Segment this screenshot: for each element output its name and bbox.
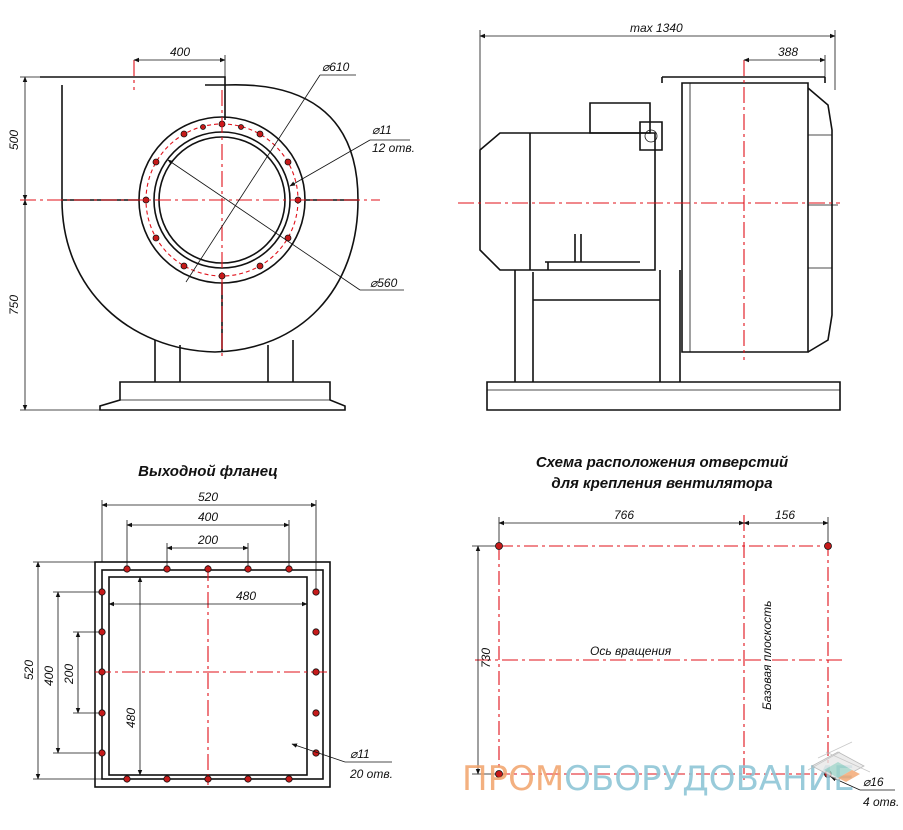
- dim-mount-156: 156: [775, 508, 795, 522]
- dim-flange-400-h: 400: [42, 666, 56, 686]
- svg-text:ПРОМОБОРУДОВАНИЕ: ПРОМОБОРУДОВАНИЕ: [462, 759, 855, 799]
- watermark-part2: ОБОРУДОВАНИЕ: [564, 759, 854, 799]
- mount-hole-dia: ⌀16: [863, 775, 884, 789]
- flange-hole-count: 20 отв.: [349, 767, 393, 781]
- axis-of-rotation-label: Ось вращения: [590, 644, 672, 658]
- side-view: max 1340 388: [458, 21, 841, 411]
- dim-hole-count: 12 отв.: [372, 141, 415, 155]
- dim-hole-dia: ⌀11: [372, 123, 392, 137]
- dim-flange-400-w: 400: [198, 510, 218, 524]
- dim-mount-730: 730: [479, 648, 493, 668]
- dim-outer-dia: ⌀610: [322, 60, 350, 74]
- outlet-flange-view: Выходной фланец: [22, 463, 393, 788]
- dim-total-length: max 1340: [630, 21, 683, 35]
- dim-height-750: 750: [7, 295, 21, 315]
- watermark-part1: ПРОМ: [462, 759, 564, 799]
- dim-height-500: 500: [7, 130, 21, 150]
- front-view: 400 500 750 ⌀610 ⌀11 12 отв. ⌀560: [7, 45, 415, 411]
- dim-width-400: 400: [170, 45, 190, 59]
- dim-flange-200-h: 200: [62, 664, 76, 685]
- watermark-logo: ПРОМОБОРУДОВАНИЕ: [462, 741, 871, 799]
- dim-flange-480-w: 480: [236, 589, 256, 603]
- dim-inner-dia: ⌀560: [370, 276, 398, 290]
- mounting-title-line1: Схема расположения отверстий: [536, 454, 788, 471]
- mounting-title-line2: для крепления вентилятора: [551, 475, 772, 492]
- mount-hole-count: 4 отв.: [863, 795, 899, 809]
- flange-title: Выходной фланец: [138, 463, 278, 480]
- watermark-icon: [807, 741, 871, 782]
- flange-holes: [142, 120, 302, 280]
- dim-flange-520-w: 520: [198, 490, 218, 504]
- base-plane-label: Базовая плоскость: [760, 601, 774, 710]
- dim-flange-520-h: 520: [22, 660, 36, 680]
- dim-mount-766: 766: [614, 508, 634, 522]
- flange-holes-grid: [98, 565, 320, 783]
- dim-flange-200-w: 200: [197, 533, 218, 547]
- mounting-scheme: Схема расположения отверстий для креплен…: [472, 454, 899, 809]
- dim-offset-388: 388: [778, 45, 798, 59]
- flange-outer-rect: [94, 561, 331, 788]
- flange-hole-dia: ⌀11: [350, 747, 370, 761]
- dim-flange-480-h: 480: [124, 708, 138, 728]
